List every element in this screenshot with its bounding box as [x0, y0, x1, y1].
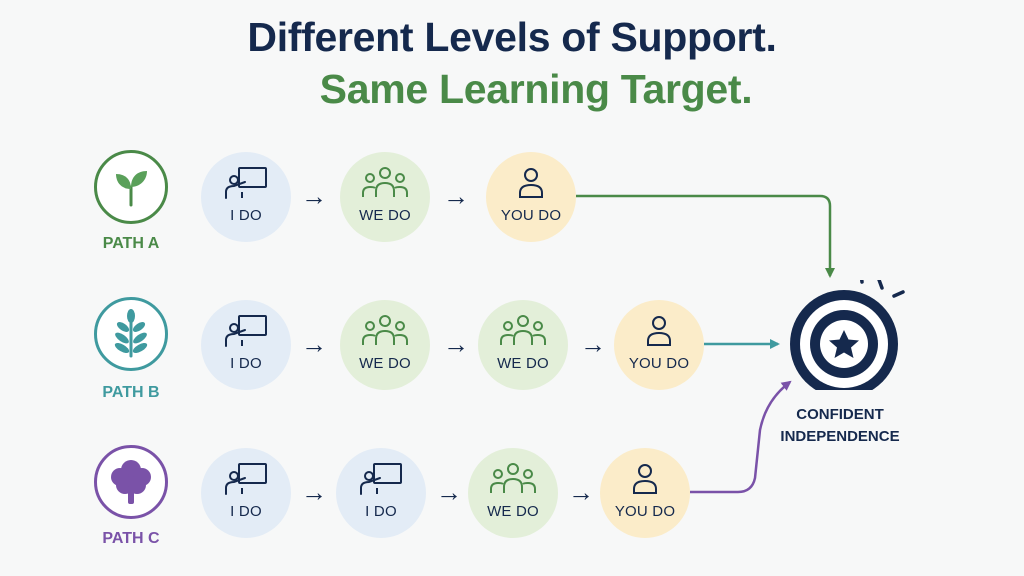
title-line-2: Same Learning Target. — [319, 66, 753, 112]
path-c-connector — [690, 380, 792, 494]
arrow-right-icon: → — [301, 477, 327, 507]
path-a-step-3: YOU DO — [486, 152, 576, 242]
group-icon — [500, 315, 546, 345]
person-icon — [633, 464, 657, 494]
step-label: I DO — [230, 207, 262, 224]
target — [782, 271, 912, 398]
path-b-step-2: WE DO — [340, 300, 430, 390]
path-a-label: PATH A — [102, 235, 160, 252]
path-c-step-2: I DO — [336, 448, 426, 538]
step-label: YOU DO — [614, 503, 676, 520]
path-c-step-4: YOU DO — [600, 448, 690, 538]
target-label-line-1: CONFIDENT — [796, 406, 884, 423]
bullseye-star-icon — [790, 271, 905, 398]
group-icon — [362, 315, 408, 345]
step-label: WE DO — [497, 355, 549, 372]
target-label: CONFIDENT INDEPENDENCE — [770, 404, 910, 448]
group-icon — [362, 167, 408, 197]
arrow-right-icon: → — [443, 181, 469, 211]
path-b-label: PATH B — [102, 384, 160, 401]
path-b-step-1: I DO — [201, 300, 291, 390]
target-label-line-2: INDEPENDENCE — [780, 428, 900, 445]
person-icon — [519, 168, 543, 198]
path-c-step-1: I DO — [201, 448, 291, 538]
step-label: I DO — [230, 503, 262, 520]
step-label: WE DO — [359, 355, 411, 372]
leafy-plant-icon — [114, 309, 148, 358]
sprout-icon — [116, 171, 147, 207]
tree-icon — [111, 460, 151, 504]
path-a-connector — [576, 194, 835, 278]
arrow-right-icon: → — [580, 329, 606, 359]
step-label: WE DO — [487, 503, 539, 520]
step-label: WE DO — [359, 207, 411, 224]
step-label: I DO — [230, 355, 262, 372]
path-a-badge — [94, 150, 168, 224]
path-b-step-3: WE DO — [478, 300, 568, 390]
teacher-board-icon — [360, 463, 402, 495]
arrow-right-icon: → — [436, 477, 462, 507]
step-label: YOU DO — [628, 355, 690, 372]
group-icon — [490, 463, 536, 493]
path-c-badge — [94, 445, 168, 519]
path-c-label: PATH C — [102, 530, 160, 547]
path-b-badge — [94, 297, 168, 371]
path-b-step-4: YOU DO — [614, 300, 704, 390]
arrow-right-icon: → — [443, 329, 469, 359]
title-line-1: Different Levels of Support. — [247, 14, 777, 60]
path-c-step-3: WE DO — [468, 448, 558, 538]
teacher-board-icon — [225, 463, 267, 495]
path-a-step-1: I DO — [201, 152, 291, 242]
step-label: I DO — [365, 503, 397, 520]
arrow-right-icon: → — [568, 477, 594, 507]
teacher-board-icon — [225, 315, 267, 347]
step-label: YOU DO — [500, 207, 562, 224]
teacher-board-icon — [225, 167, 267, 199]
arrow-right-icon: → — [301, 329, 327, 359]
person-icon — [647, 316, 671, 346]
path-a-step-2: WE DO — [340, 152, 430, 242]
arrow-right-icon: → — [301, 181, 327, 211]
